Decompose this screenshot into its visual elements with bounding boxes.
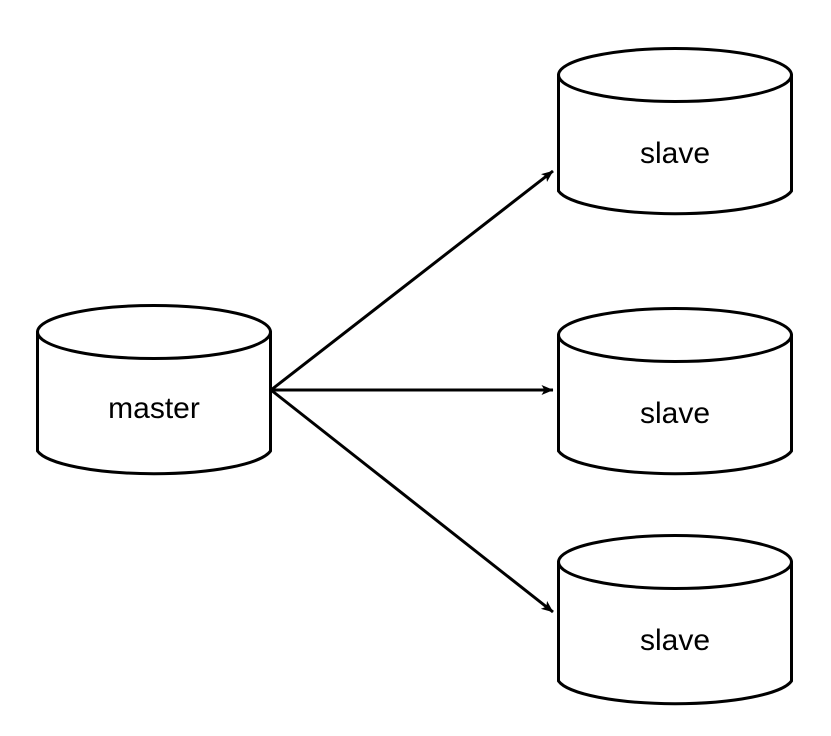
edge-group [270,169,554,614]
slave-1-cylinder-body [557,73,793,216]
slave-1-label: slave [640,137,710,170]
edge-master-to-slave-3[interactable] [270,388,554,614]
master-label: master [108,392,200,425]
slave-3-cylinder-top [557,534,793,590]
master-cylinder-top [36,304,272,360]
node-master[interactable]: master [36,304,272,476]
slave-3-cylinder-body [557,560,793,706]
slave-2-label: slave [640,397,710,430]
slave-3-label: slave [640,624,710,657]
slave-2-cylinder-top [557,307,793,363]
edge-master-to-slave-1[interactable] [270,169,554,392]
node-slave-1[interactable]: slave [557,47,793,216]
node-slave-3[interactable]: slave [557,534,793,706]
slave-2-cylinder-body [557,333,793,476]
slave-1-cylinder-top [557,47,793,103]
node-slave-2[interactable]: slave [557,307,793,476]
master-cylinder-body [36,330,272,476]
